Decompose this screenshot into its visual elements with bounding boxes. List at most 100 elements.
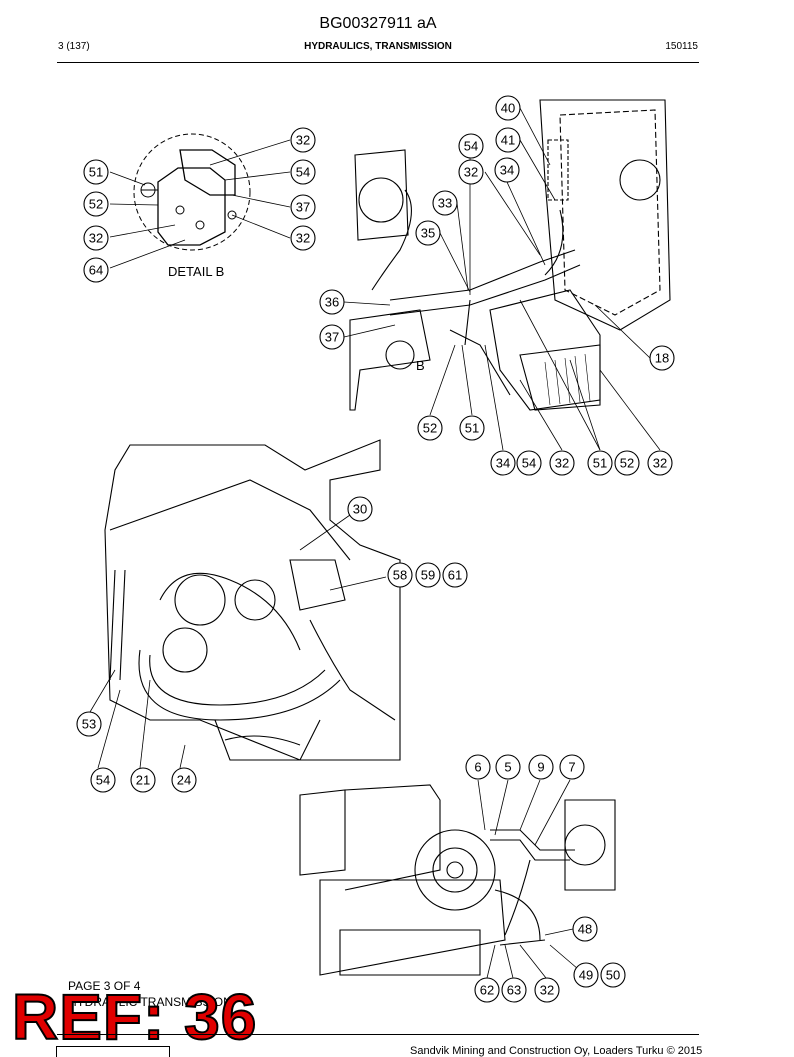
callout-bot-32: 32 bbox=[534, 977, 560, 1003]
svg-text:34: 34 bbox=[500, 163, 514, 178]
callout-mid-59: 59 bbox=[415, 562, 441, 588]
callout-bot-63: 63 bbox=[501, 977, 527, 1003]
svg-text:36: 36 bbox=[325, 295, 339, 310]
svg-text:21: 21 bbox=[136, 773, 150, 788]
svg-text:37: 37 bbox=[325, 330, 339, 345]
callout-mid-24: 24 bbox=[171, 767, 197, 793]
svg-text:50: 50 bbox=[606, 968, 620, 983]
svg-text:52: 52 bbox=[89, 197, 103, 212]
svg-text:59: 59 bbox=[421, 568, 435, 583]
callout-bot-5: 5 bbox=[495, 754, 521, 780]
svg-text:32: 32 bbox=[89, 231, 103, 246]
callout-mid-21: 21 bbox=[130, 767, 156, 793]
svg-text:32: 32 bbox=[555, 456, 569, 471]
callout-bot-49: 49 bbox=[573, 962, 599, 988]
callout-detail-52: 52 bbox=[83, 191, 109, 217]
svg-text:37: 37 bbox=[296, 200, 310, 215]
sandvik-logo bbox=[56, 1046, 170, 1057]
callout-bot-9: 9 bbox=[528, 754, 554, 780]
detail-b-drawing bbox=[133, 133, 251, 251]
callout-detail-32b: 32 bbox=[83, 225, 109, 251]
svg-text:54: 54 bbox=[522, 456, 536, 471]
callout-top-32a: 32 bbox=[458, 159, 484, 185]
date-code: 150115 bbox=[665, 41, 698, 52]
callout-top-32b: 32 bbox=[549, 450, 575, 476]
callout-mid-30: 30 bbox=[347, 496, 373, 522]
callout-top-41: 41 bbox=[495, 127, 521, 153]
header-rule bbox=[57, 62, 699, 63]
svg-text:53: 53 bbox=[82, 717, 96, 732]
callout-mid-53: 53 bbox=[76, 711, 102, 737]
footer-rule bbox=[57, 1034, 699, 1035]
svg-text:54: 54 bbox=[464, 139, 478, 154]
svg-text:51: 51 bbox=[465, 421, 479, 436]
svg-text:61: 61 bbox=[448, 568, 462, 583]
svg-text:52: 52 bbox=[423, 421, 437, 436]
callout-top-54b: 54 bbox=[516, 450, 542, 476]
svg-text:40: 40 bbox=[501, 101, 515, 116]
callout-detail-54: 54 bbox=[290, 159, 316, 185]
svg-text:54: 54 bbox=[296, 165, 310, 180]
callout-top-35: 35 bbox=[415, 220, 441, 246]
page-of-label: PAGE 3 OF 4 bbox=[68, 979, 141, 993]
callout-top-33: 33 bbox=[432, 190, 458, 216]
svg-text:63: 63 bbox=[507, 983, 521, 998]
section-title: HYDRAULICS, TRANSMISSION bbox=[304, 41, 452, 52]
callout-detail-32c: 32 bbox=[290, 225, 316, 251]
callout-detail-32a: 32 bbox=[290, 127, 316, 153]
callout-detail-64: 64 bbox=[83, 257, 109, 283]
svg-text:64: 64 bbox=[89, 263, 103, 278]
callout-bot-48: 48 bbox=[572, 916, 598, 942]
detail-b-label: DETAIL B bbox=[168, 264, 224, 279]
svg-text:32: 32 bbox=[296, 231, 310, 246]
svg-text:62: 62 bbox=[480, 983, 494, 998]
callout-top-51a: 51 bbox=[459, 415, 485, 441]
callout-top-32c: 32 bbox=[647, 450, 673, 476]
callout-top-52b: 52 bbox=[614, 450, 640, 476]
callout-mid-61: 61 bbox=[442, 562, 468, 588]
svg-text:7: 7 bbox=[568, 760, 575, 775]
callout-top-18: 18 bbox=[649, 345, 675, 371]
svg-text:49: 49 bbox=[579, 968, 593, 983]
svg-text:32: 32 bbox=[540, 983, 554, 998]
callout-top-40: 40 bbox=[495, 95, 521, 121]
callout-bot-6: 6 bbox=[465, 754, 491, 780]
svg-text:52: 52 bbox=[620, 456, 634, 471]
svg-text:35: 35 bbox=[421, 226, 435, 241]
view-b-marker: B bbox=[416, 358, 425, 373]
svg-text:32: 32 bbox=[296, 133, 310, 148]
svg-text:24: 24 bbox=[177, 773, 191, 788]
svg-text:51: 51 bbox=[89, 165, 103, 180]
document-id: BG00327911 aA bbox=[319, 15, 437, 32]
svg-text:34: 34 bbox=[496, 456, 510, 471]
page-number: 3 (137) bbox=[58, 41, 90, 52]
callout-top-52a: 52 bbox=[417, 415, 443, 441]
callout-top-34a: 34 bbox=[494, 157, 520, 183]
callout-top-36: 36 bbox=[319, 289, 345, 315]
bottom-assembly-drawing bbox=[299, 784, 616, 976]
svg-text:51: 51 bbox=[593, 456, 607, 471]
svg-text:32: 32 bbox=[653, 456, 667, 471]
svg-text:33: 33 bbox=[438, 196, 452, 211]
svg-text:48: 48 bbox=[578, 922, 592, 937]
callout-detail-51: 51 bbox=[83, 159, 109, 185]
callout-bot-62: 62 bbox=[474, 977, 500, 1003]
copyright-text: Sandvik Mining and Construction Oy, Load… bbox=[410, 1045, 703, 1057]
svg-text:41: 41 bbox=[501, 133, 515, 148]
top-assembly-drawing bbox=[349, 99, 671, 411]
middle-assembly-drawing bbox=[104, 439, 401, 761]
callout-top-37: 37 bbox=[319, 324, 345, 350]
callout-bot-7: 7 bbox=[559, 754, 585, 780]
callout-top-54a: 54 bbox=[458, 133, 484, 159]
page-subtitle: HYDRAULIC TRANSMISSION bbox=[68, 995, 232, 1009]
callout-top-34b: 34 bbox=[490, 450, 516, 476]
svg-text:30: 30 bbox=[353, 502, 367, 517]
svg-text:18: 18 bbox=[655, 351, 669, 366]
svg-text:5: 5 bbox=[504, 760, 511, 775]
svg-text:6: 6 bbox=[474, 760, 481, 775]
callout-mid-58: 58 bbox=[387, 562, 413, 588]
svg-text:58: 58 bbox=[393, 568, 407, 583]
svg-text:32: 32 bbox=[464, 165, 478, 180]
callout-detail-37: 37 bbox=[290, 194, 316, 220]
